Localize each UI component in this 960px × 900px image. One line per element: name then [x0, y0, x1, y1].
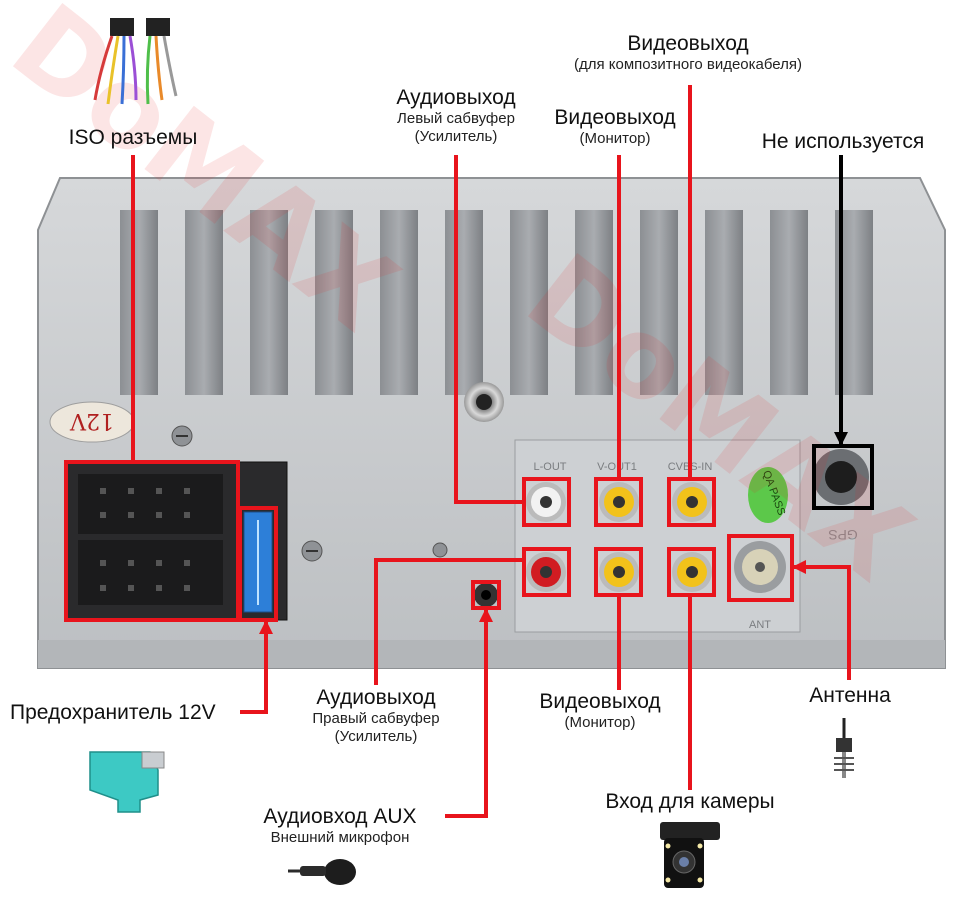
- callout-aux-in: Аудиовход AUX Внешний микрофон: [240, 805, 440, 847]
- callout-iso-title: ISO разъемы: [68, 126, 198, 149]
- callout-video-out-composite-title: Видеовыход: [627, 32, 749, 55]
- leader-aux: [445, 608, 488, 818]
- callout-video-out-monitor-bottom-title: Видеовыход: [539, 690, 661, 713]
- leader-antenna: [792, 565, 851, 680]
- callout-video-out-monitor-top-sub1: (Монитор): [579, 130, 651, 147]
- label-ant: ANT: [749, 619, 771, 631]
- rca-jack-yellow: [599, 482, 639, 522]
- leader-lines: [131, 85, 851, 818]
- callout-fuse-title: Предохранитель 12V: [10, 701, 216, 724]
- aux-jack: [474, 583, 498, 607]
- label-l-out: L-OUT: [534, 461, 567, 473]
- callout-audio-out-right-title: Аудиовыход: [316, 686, 436, 709]
- fuse-highlight-box: [238, 506, 278, 622]
- callout-audio-out-right-sub1: Правый сабвуфер: [312, 710, 440, 727]
- callout-audio-out-left-sub2: (Усилитель): [414, 128, 498, 145]
- badge-12v: 12V: [49, 401, 135, 443]
- callout-fuse: Предохранитель 12V: [10, 701, 240, 725]
- callout-antenna-title: Антенна: [809, 684, 891, 707]
- callout-audio-out-left-sub1: Левый сабвуфер: [397, 110, 515, 127]
- rca-jack-red: [526, 552, 566, 592]
- rca-jack-yellow: [599, 552, 639, 592]
- callout-antenna: Антенна: [780, 684, 920, 708]
- iso-connector-block: [64, 461, 288, 621]
- leader-not-used-arrow: [834, 432, 848, 446]
- gps-socket: GPS: [813, 449, 869, 543]
- callout-aux-in-sub1: Внешний микрофон: [270, 829, 410, 846]
- rear-camera-icon: [660, 822, 720, 888]
- callout-iso: ISO разъемы: [48, 126, 218, 150]
- callout-audio-out-right: Аудиовыход Правый сабвуфер (Усилитель): [290, 686, 462, 746]
- leader-arrowheads: [259, 560, 806, 634]
- antenna-socket: [734, 541, 786, 593]
- audio-right-highlight-box: [522, 547, 571, 597]
- callout-camera-in-title: Вход для камеры: [605, 790, 775, 813]
- fuse-slot: [243, 511, 273, 613]
- callout-not-used: Не используется: [738, 130, 948, 154]
- callout-video-out-monitor-bottom-sub1: (Монитор): [564, 714, 636, 731]
- rca-jack-yellow: [672, 552, 712, 592]
- callout-not-used-title: Не используется: [761, 130, 925, 153]
- leader-audio-right: [374, 558, 524, 685]
- blade-fuse-icon: [89, 751, 165, 813]
- top-jack: [464, 382, 504, 422]
- callout-video-out-monitor-top-title: Видеовыход: [554, 106, 676, 129]
- rca-jack-yellow: [672, 482, 712, 522]
- iso-harness-icon: [93, 18, 178, 105]
- leader-fuse: [240, 620, 268, 714]
- qa-pass-sticker: QA PASS: [748, 467, 788, 523]
- callout-video-out-monitor-top: Видеовыход (Монитор): [535, 106, 695, 148]
- callout-video-out-composite: Видеовыход (для композитного видеокабеля…: [538, 32, 838, 74]
- callout-audio-out-left: Аудиовыход Левый сабвуфер (Усилитель): [370, 86, 542, 146]
- microphone-icon: [288, 859, 356, 885]
- rca-jack-white: [526, 482, 566, 522]
- label-gps: GPS: [828, 527, 858, 543]
- badge-12v-text: 12V: [69, 408, 114, 433]
- callout-video-out-composite-sub1: (для композитного видеокабеля): [573, 56, 803, 73]
- callout-audio-out-right-sub2: (Усилитель): [334, 728, 418, 745]
- callout-camera-in: Вход для камеры: [585, 790, 795, 814]
- callout-video-out-monitor-bottom: Видеовыход (Монитор): [520, 690, 680, 732]
- antenna-plug-icon: [834, 718, 854, 778]
- callout-audio-out-left-title: Аудиовыход: [396, 86, 516, 109]
- callout-aux-in-title: Аудиовход AUX: [263, 805, 417, 828]
- leader-audio-left: [454, 155, 524, 504]
